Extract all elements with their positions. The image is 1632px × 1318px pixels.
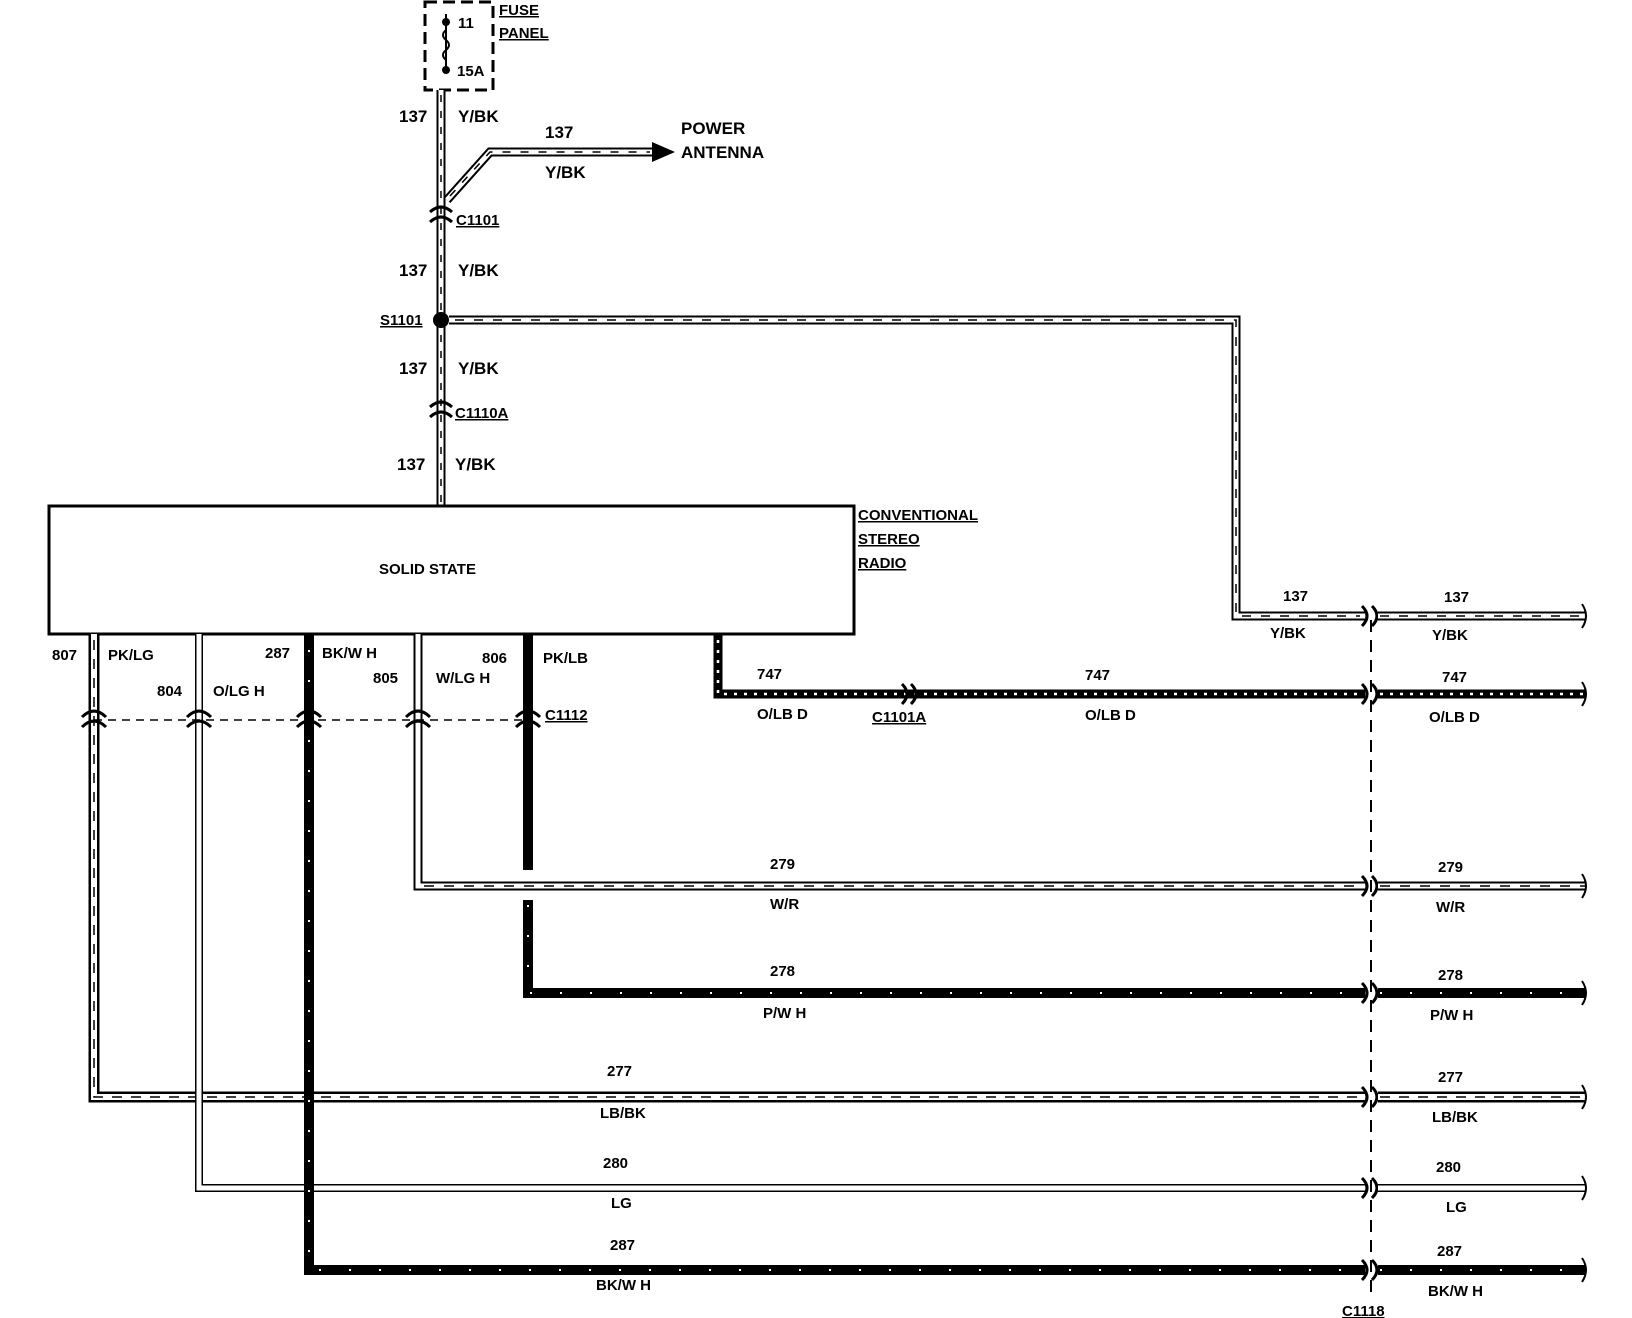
c1112-label: C1112 <box>545 707 588 724</box>
wire-747-circuit-mid: 747 <box>1085 667 1110 684</box>
connector-c1101a <box>900 682 918 706</box>
feed-color-2: Y/BK <box>458 261 499 280</box>
wire-280-color: LG <box>611 1195 632 1212</box>
output-color-287: BK/W H <box>322 645 377 662</box>
wire-747-color-mid: O/LB D <box>1085 707 1136 724</box>
feed-circuit-2: 137 <box>399 261 427 280</box>
output-circuit-804: 804 <box>157 683 183 700</box>
wire-807 <box>88 634 1365 1103</box>
wire-747-color-left: O/LB D <box>757 706 808 723</box>
output-color-804: O/LG H <box>213 683 265 700</box>
output-circuit-287: 287 <box>265 645 290 662</box>
feed-color-3: Y/BK <box>458 359 499 378</box>
c1118-circuit-277: 277 <box>1438 1069 1463 1086</box>
wire-278-color: P/W H <box>763 1005 806 1022</box>
connector-c1118 <box>1360 604 1379 1282</box>
wire-287b-circuit: 287 <box>610 1237 635 1254</box>
c1118-output-wires <box>1378 611 1585 1275</box>
radio-inner-label: SOLID STATE <box>379 561 476 578</box>
wire-end-marks <box>1581 603 1587 1283</box>
wire-277-circuit: 277 <box>607 1063 632 1080</box>
output-color-807: PK/LG <box>108 647 154 664</box>
wire-287b-color: BK/W H <box>596 1277 651 1294</box>
c1118-color-277: LB/BK <box>1432 1109 1478 1126</box>
c1118-color-280: LG <box>1446 1199 1467 1216</box>
wire-137-color: Y/BK <box>1270 625 1306 642</box>
c1118-circuit-287: 287 <box>1437 1243 1462 1260</box>
c1101a-label: C1101A <box>872 709 926 726</box>
connector-c1110a <box>428 400 454 419</box>
radio-name-1: CONVENTIONAL <box>858 507 978 524</box>
wire-279-color: W/R <box>770 896 799 913</box>
wire-806 <box>523 634 1365 998</box>
connector-c1112 <box>80 709 542 729</box>
c1118-color-747: O/LB D <box>1429 709 1480 726</box>
fuse-number: 11 <box>458 15 474 32</box>
splice-s1101 <box>433 312 449 328</box>
output-circuit-806: 806 <box>482 650 507 667</box>
fuse-panel-label-1: FUSE <box>499 2 539 19</box>
power-antenna-wire <box>443 142 675 204</box>
c1101-label: C1101 <box>456 212 499 229</box>
c1118-circuit-747: 747 <box>1442 669 1467 686</box>
wire-747 <box>713 634 1365 699</box>
connector-c1101 <box>428 205 454 224</box>
wire-805 <box>413 634 1365 891</box>
fuse-panel: 11 15A FUSE PANEL <box>423 0 549 92</box>
wire-804 <box>195 634 1365 1192</box>
c1118-color-137: Y/BK <box>1432 627 1468 644</box>
power-antenna-label-1: POWER <box>681 119 745 138</box>
wire-279-circuit: 279 <box>770 856 795 873</box>
power-antenna-label-2: ANTENNA <box>681 143 764 162</box>
wire-287 <box>304 634 1365 1275</box>
radio-name-3: RADIO <box>858 555 907 572</box>
output-color-805: W/LG H <box>436 670 490 687</box>
feed-circuit-1: 137 <box>399 107 427 126</box>
antenna-circuit: 137 <box>545 123 573 142</box>
c1118-circuit-278: 278 <box>1438 967 1463 984</box>
s1101-label: S1101 <box>380 312 423 329</box>
wire-747-circuit-left: 747 <box>757 666 782 683</box>
antenna-color: Y/BK <box>545 163 586 182</box>
feed-circuit-4: 137 <box>397 455 425 474</box>
output-circuit-807: 807 <box>52 647 77 664</box>
output-circuit-805: 805 <box>373 670 398 687</box>
wire-137-circuit: 137 <box>1283 588 1308 605</box>
wire-277-color: LB/BK <box>600 1105 646 1122</box>
c1110a-label: C1110A <box>455 405 509 422</box>
radio-unit <box>47 504 856 636</box>
feed-color-4: Y/BK <box>455 455 496 474</box>
output-color-806: PK/LB <box>543 650 588 667</box>
c1118-label: C1118 <box>1342 1303 1385 1318</box>
c1118-color-287: BK/W H <box>1428 1283 1483 1300</box>
c1118-circuit-280: 280 <box>1436 1159 1461 1176</box>
wire-278-circuit: 278 <box>770 963 795 980</box>
fuse-panel-label-2: PANEL <box>499 25 549 42</box>
c1118-circuit-279: 279 <box>1438 859 1463 876</box>
feed-color-1: Y/BK <box>458 107 499 126</box>
c1118-circuit-137: 137 <box>1444 589 1469 606</box>
wire-280-circuit: 280 <box>603 1155 628 1172</box>
fuse-rating: 15A <box>457 63 485 80</box>
c1118-color-278: P/W H <box>1430 1007 1473 1024</box>
branch-wire-137 <box>449 315 1365 621</box>
c1118-color-279: W/R <box>1436 899 1465 916</box>
feed-circuit-3: 137 <box>399 359 427 378</box>
radio-name-2: STEREO <box>858 531 920 548</box>
